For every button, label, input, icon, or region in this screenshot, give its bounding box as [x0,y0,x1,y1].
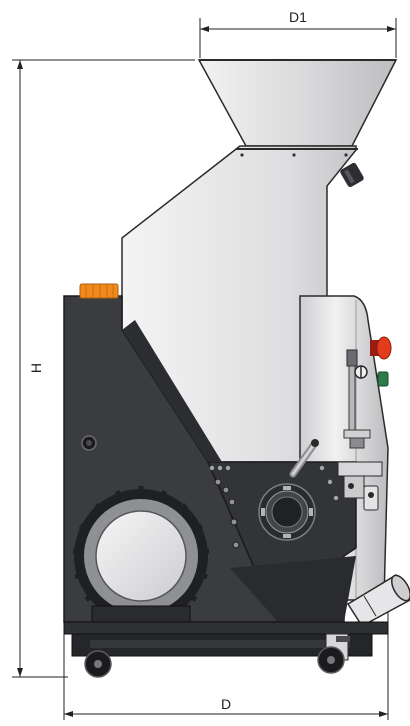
frame-shadow-strip [122,320,222,462]
start-button-icon[interactable] [377,371,389,387]
chamber-bolt [240,153,244,157]
h-arrow-bottom [17,668,23,677]
dimension-d1: D1 [199,9,397,58]
caster-left [84,650,112,678]
motor-mount [91,605,191,623]
safety-interlock-switch [343,349,371,449]
d-label: D [221,696,231,712]
latch-mechanism [337,461,383,511]
caster-right [317,633,350,674]
d-arrow-right [379,711,388,717]
d1-label: D1 [289,9,307,25]
chamber-bolt-column [209,465,339,549]
d1-arrow-left [200,26,209,32]
motor-cooling-fins [72,486,210,602]
warning-light-icon [79,283,119,299]
hopper-funnel [197,59,398,147]
feed-flap-lever [289,439,319,478]
emergency-stop-icon[interactable] [370,336,392,360]
dimension-d: D [63,608,389,720]
discharge-pipe [346,573,410,627]
base-frame [63,621,389,657]
motor [72,486,210,623]
h-label: H [28,363,44,373]
d1-arrow-right [387,26,396,32]
hopper [197,59,398,147]
cutting-chamber-housing [121,145,358,463]
frame-lower-right [230,556,356,622]
dimension-h: H [12,59,195,678]
hopper-lock-knob [340,162,364,188]
rotor-housing [258,483,316,541]
h-arrow-top [17,60,23,69]
frame-indicator-icon [81,435,97,451]
d-arrow-left [64,711,73,717]
chamber-bolt [292,153,296,157]
motor-end-cap [95,510,187,602]
chamber-bolt [344,153,348,157]
